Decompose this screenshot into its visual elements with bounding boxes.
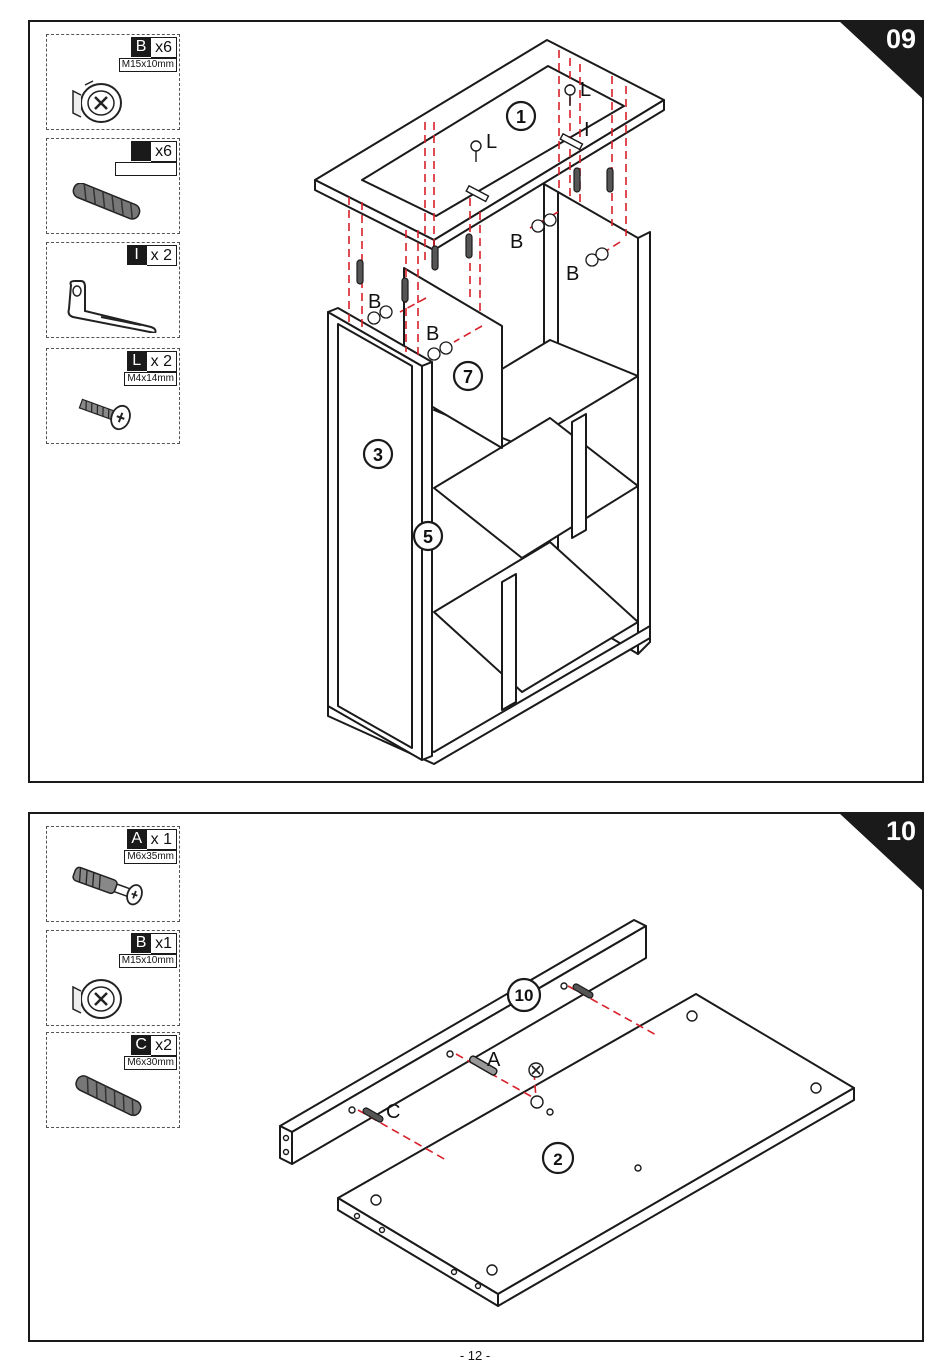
left-side-panel-3 — [328, 312, 422, 760]
callout-panel-5: 5 — [423, 527, 433, 547]
callout-panel-10: 10 — [515, 986, 534, 1005]
callout-panel-2: 2 — [553, 1150, 562, 1169]
label-hw-a: A — [487, 1049, 501, 1071]
divider-lower — [502, 574, 516, 710]
label-hw-b4: B — [426, 323, 439, 345]
assembly-diagram-09: 1 7 3 5 L L I B B B B — [30, 22, 924, 783]
callout-panel-7: 7 — [463, 367, 473, 387]
divider-upper — [572, 414, 586, 538]
right-side-edge — [638, 232, 650, 654]
assembly-diagram-10: 10 2 A C — [30, 814, 924, 1342]
label-hw-l-mid: L — [486, 131, 497, 153]
left-side-front-edge — [422, 362, 432, 760]
callout-panel-1: 1 — [516, 107, 526, 127]
label-hw-c: C — [386, 1101, 400, 1123]
label-hw-b2: B — [566, 263, 579, 285]
rail-panel-end — [280, 1126, 292, 1164]
label-hw-l-top: L — [580, 79, 591, 101]
cam-hardware-10 — [469, 1055, 543, 1077]
callout-panel-3: 3 — [373, 445, 383, 465]
label-hw-b1: B — [510, 231, 523, 253]
label-hw-i: I — [584, 119, 590, 141]
label-hw-b3: B — [368, 291, 381, 313]
page-number: - 12 - — [0, 1348, 950, 1363]
